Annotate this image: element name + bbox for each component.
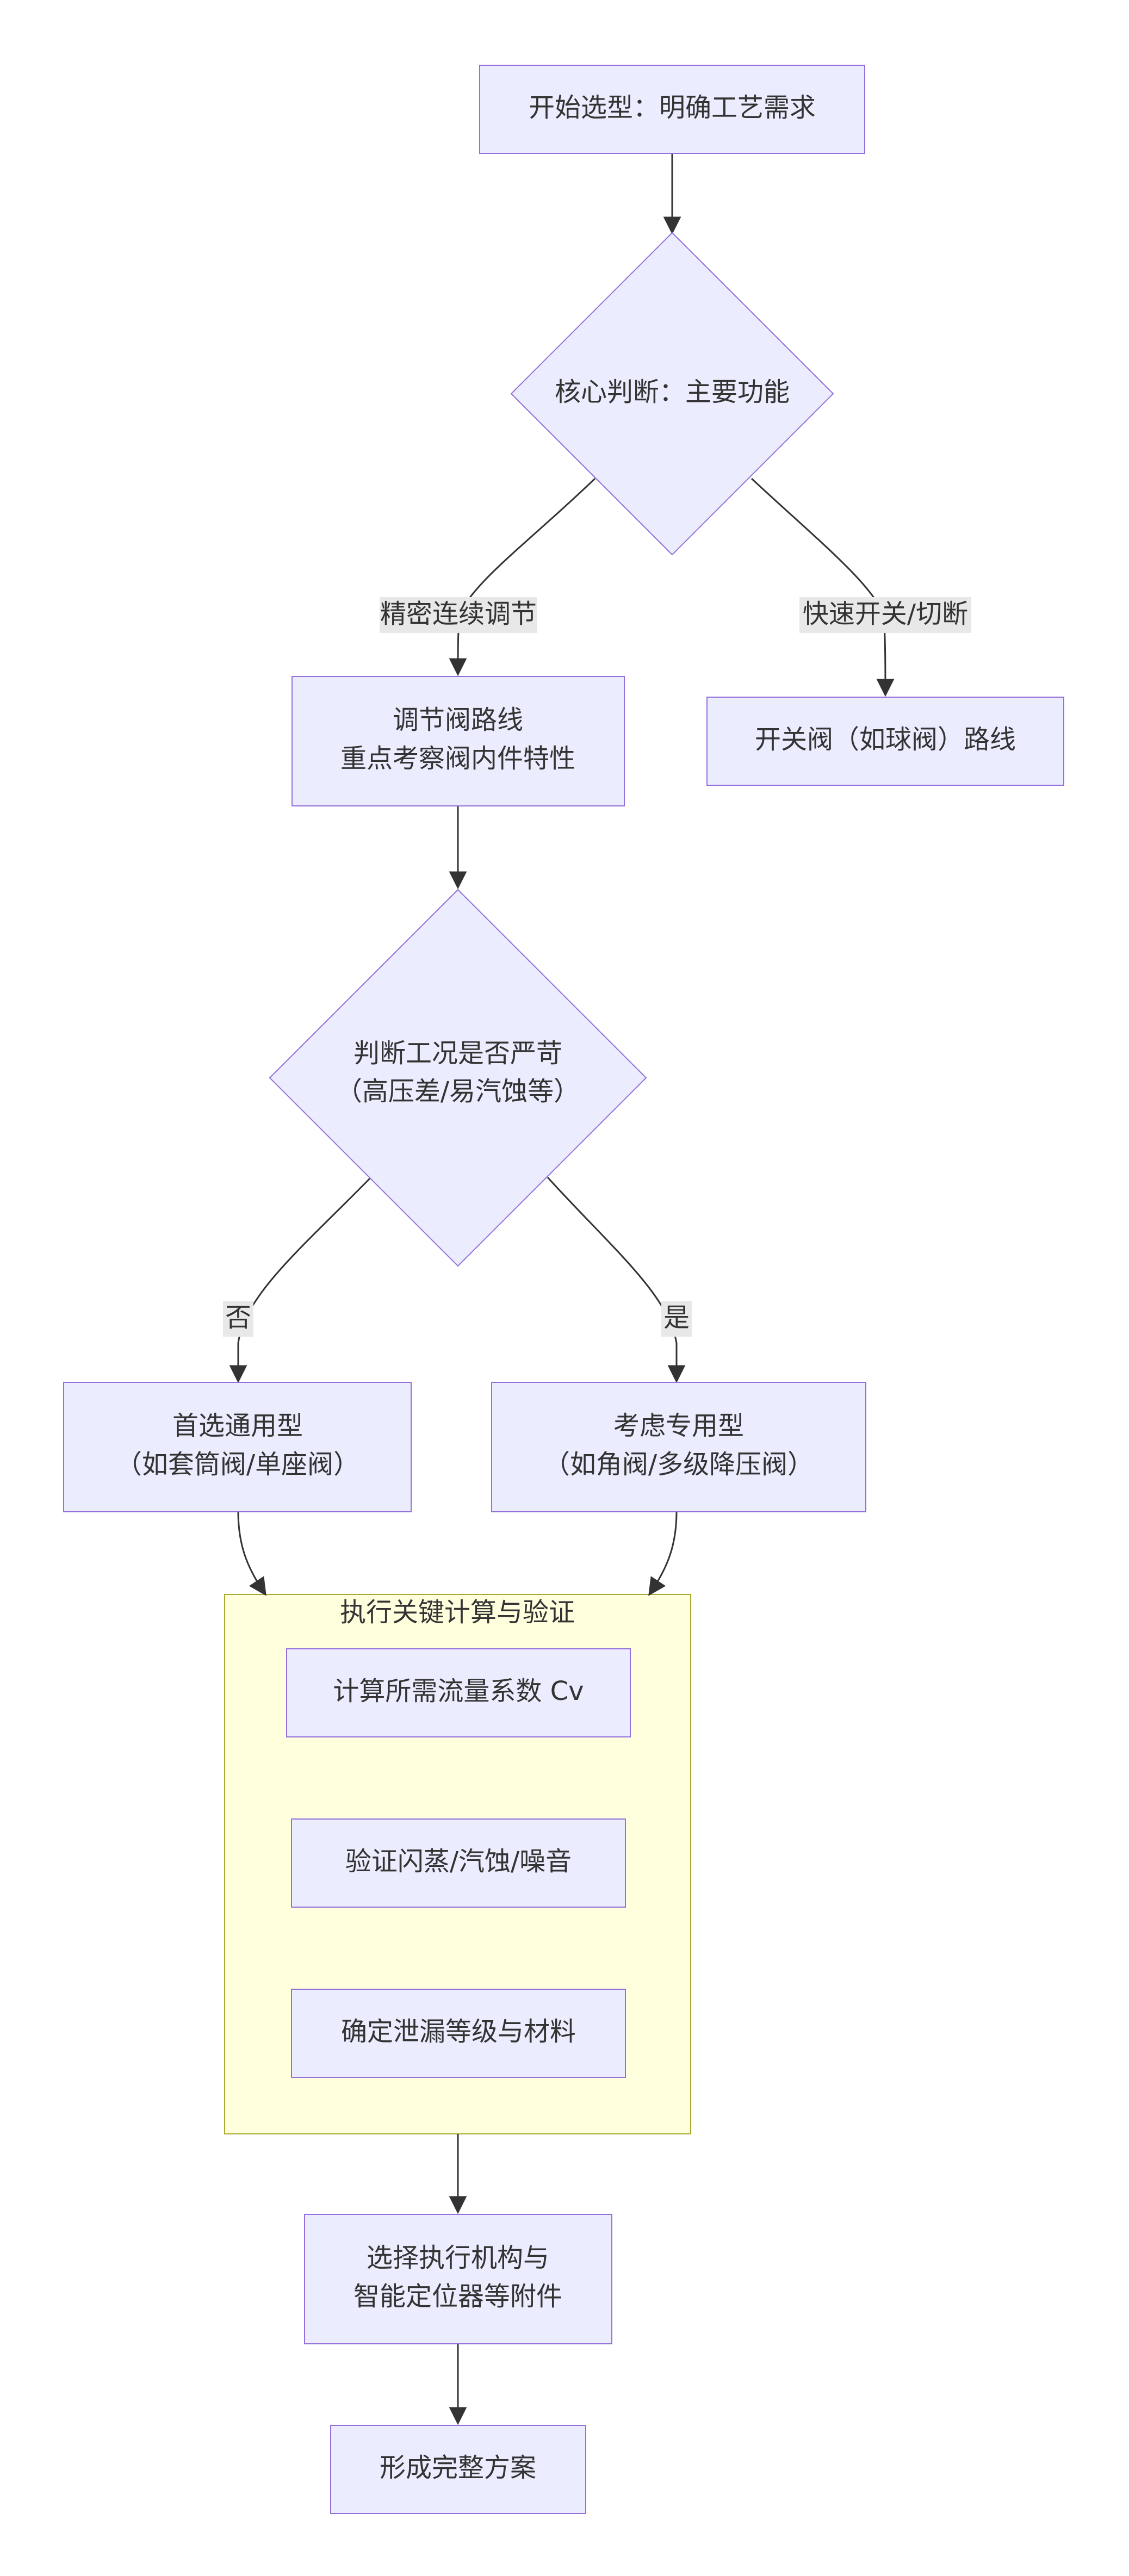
node-core-decision-label: 核心判断：主要功能 xyxy=(555,377,790,407)
edge-severe-to-general xyxy=(229,1176,372,1383)
edge-label-yes: 是 xyxy=(661,1301,692,1337)
node-calc-cv-label: 计算所需流量系数 Cv xyxy=(333,1676,584,1706)
edge-label-no-text: 否 xyxy=(225,1302,251,1333)
node-verify-flash-label: 验证闪蒸/汽蚀/噪音 xyxy=(345,1846,572,1877)
node-calc-cv: 计算所需流量系数 Cv xyxy=(286,1648,631,1737)
node-start-label: 开始选型：明确工艺需求 xyxy=(529,92,816,123)
node-general-type-line2: （如套筒阀/单座阀） xyxy=(116,1449,359,1480)
edge-label-precise: 精密连续调节 xyxy=(380,597,537,633)
edge-severe-to-special xyxy=(547,1176,686,1383)
node-control-route: 调节阀路线 重点考察阀内件特性 xyxy=(291,676,625,806)
node-special-type-line2: （如角阀/多级降压阀） xyxy=(544,1449,814,1480)
edge-core-to-control xyxy=(449,477,596,676)
node-actuator-line2: 智能定位器等附件 xyxy=(353,2281,562,2312)
edge-label-fast: 快速开关/切断 xyxy=(799,597,971,633)
edge-label-no: 否 xyxy=(223,1301,253,1337)
edge-label-precise-text: 精密连续调节 xyxy=(380,599,537,629)
node-severe-decision-line2: （高压差/易汽蚀等） xyxy=(336,1076,580,1107)
node-general-type: 首选通用型 （如套筒阀/单座阀） xyxy=(63,1382,412,1512)
node-leakage-material: 确定泄漏等级与材料 xyxy=(291,1989,626,2078)
node-general-type-line1: 首选通用型 xyxy=(172,1411,303,1441)
node-onoff-route: 开关阀（如球阀）路线 xyxy=(706,697,1064,786)
edge-label-fast-text: 快速开关/切断 xyxy=(803,599,968,629)
edge-general-to-subgraph xyxy=(237,1511,266,1596)
edge-special-to-subgraph xyxy=(648,1511,678,1596)
node-actuator: 选择执行机构与 智能定位器等附件 xyxy=(304,2214,612,2344)
node-special-type: 考虑专用型 （如角阀/多级降压阀） xyxy=(491,1382,866,1512)
edge-core-to-onoff xyxy=(750,477,895,697)
node-control-route-line1: 调节阀路线 xyxy=(393,705,523,735)
node-leakage-material-label: 确定泄漏等级与材料 xyxy=(341,2016,576,2047)
node-final-plan-label: 形成完整方案 xyxy=(380,2453,536,2483)
node-special-type-line1: 考虑专用型 xyxy=(613,1411,744,1441)
node-start: 开始选型：明确工艺需求 xyxy=(479,65,865,154)
node-onoff-route-label: 开关阀（如球阀）路线 xyxy=(755,724,1016,755)
node-severe-decision: 判断工况是否严苛 （高压差/易汽蚀等） xyxy=(269,889,647,1267)
edge-label-yes-text: 是 xyxy=(663,1302,690,1333)
subgraph-title: 执行关键计算与验证 xyxy=(340,1597,575,1628)
node-control-route-line2: 重点考察阀内件特性 xyxy=(340,743,575,774)
node-actuator-line1: 选择执行机构与 xyxy=(367,2243,549,2273)
node-verify-flash: 验证闪蒸/汽蚀/噪音 xyxy=(291,1818,626,1908)
node-final-plan: 形成完整方案 xyxy=(330,2425,586,2514)
node-severe-decision-line1: 判断工况是否严苛 xyxy=(353,1038,562,1069)
node-core-decision: 核心判断：主要功能 xyxy=(510,232,834,556)
